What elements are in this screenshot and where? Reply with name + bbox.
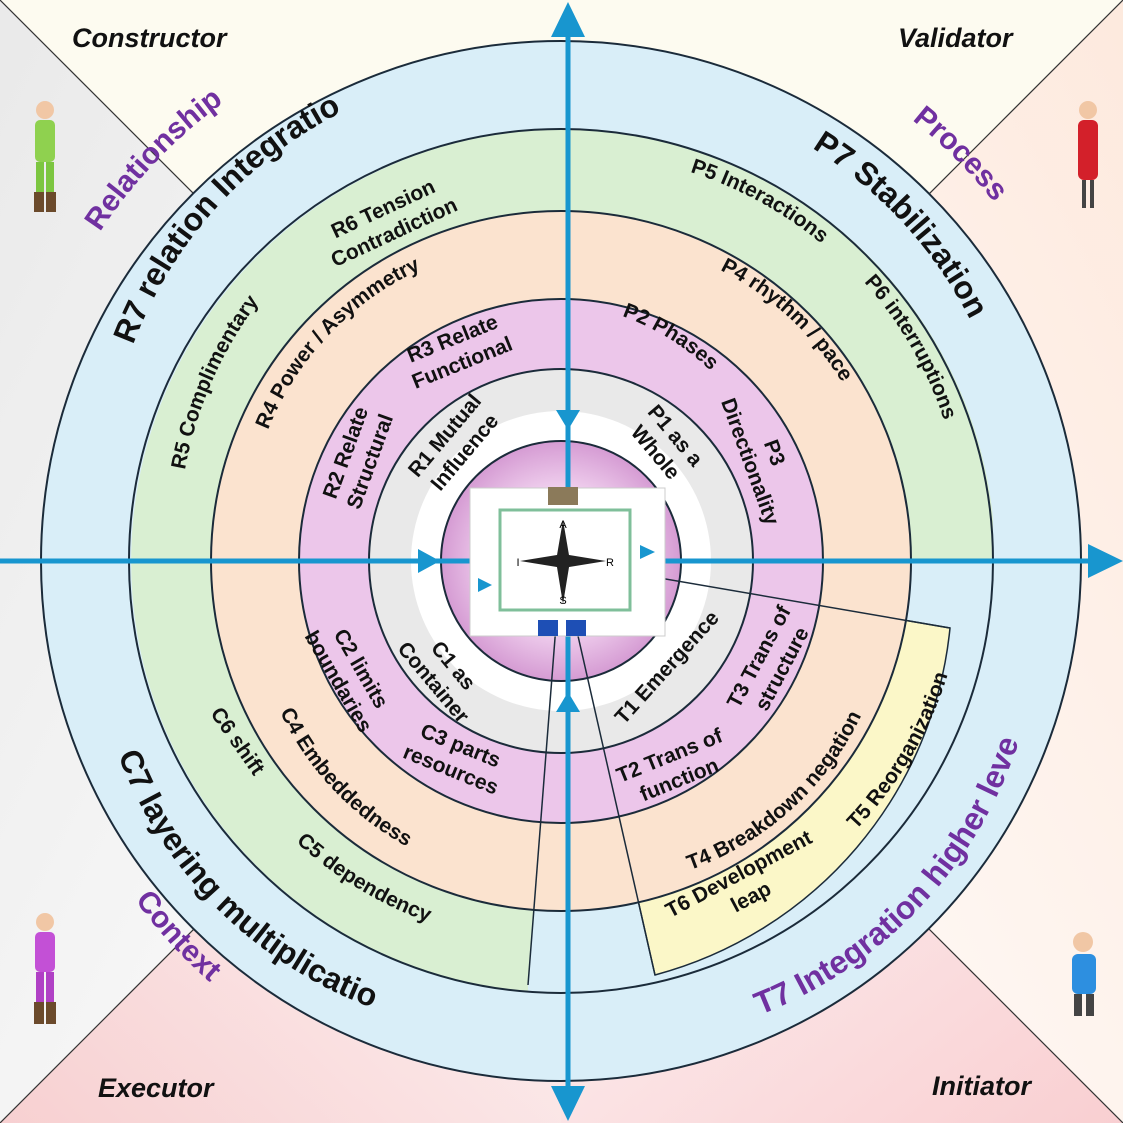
initiator-avatar [1072, 932, 1096, 1016]
executor-avatar [34, 913, 56, 1024]
corner-constructor: Constructor [72, 23, 228, 53]
validator-avatar [1078, 101, 1098, 208]
corner-initiator: Initiator [932, 1071, 1032, 1101]
compass-card: A I R S [469, 487, 666, 637]
compass-i: I [516, 557, 519, 569]
compass-r: R [606, 557, 614, 569]
constructor-avatar [34, 101, 56, 212]
corner-validator: Validator [898, 23, 1014, 53]
compass-s: S [559, 595, 566, 607]
corner-executor: Executor [98, 1073, 215, 1103]
compass-a: A [559, 519, 567, 531]
